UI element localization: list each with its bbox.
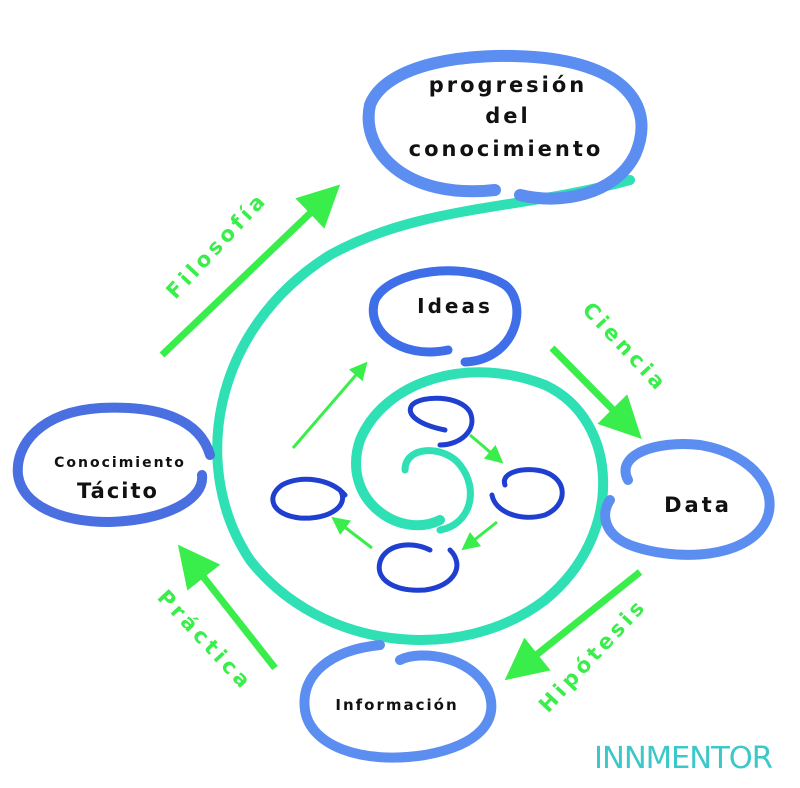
arrow-practica [177, 544, 278, 671]
conocimiento-label-1: Conocimiento [54, 455, 186, 471]
logo-text: INNMENTOR [594, 741, 772, 776]
ciencia-label: Ciencia [578, 297, 673, 396]
data-spiral [600, 439, 775, 560]
small-spiral-bottom [376, 542, 460, 593]
arrow-inner-bottom-left [331, 516, 373, 550]
small-spiral-top [407, 395, 475, 448]
arrow-hipotesis [504, 569, 643, 681]
conocimiento-spiral [12, 402, 215, 528]
inmentor-logo: INNMENTOR [594, 741, 773, 776]
arrow-inner-right-bottom [461, 520, 498, 551]
progresion-spiral [362, 49, 648, 205]
progresion-label-1: progresión [429, 73, 588, 97]
data-label: Data [664, 493, 732, 517]
small-spiral-left [270, 476, 348, 521]
small-spiral-right [489, 467, 565, 520]
filosofia-label: Filosofía [162, 187, 273, 303]
practica-label: Práctica [153, 585, 258, 695]
arrow-inner-left-ideas [291, 361, 368, 449]
inner-teal-swirl [401, 447, 474, 534]
arrow-inner-top-right [469, 433, 504, 464]
conocimiento-label-2: Tácito [77, 479, 159, 503]
ideas-label: Ideas [417, 294, 493, 318]
ideas-spiral [368, 266, 522, 367]
progresion-label-2: del [485, 104, 530, 128]
arrow-ciencia [549, 345, 642, 439]
progresion-label-3: conocimiento [409, 137, 604, 161]
informacion-spiral [299, 640, 497, 763]
main-teal-spiral [212, 175, 635, 645]
arrow-filosofia [159, 184, 341, 358]
informacion-label: Información [335, 696, 458, 714]
